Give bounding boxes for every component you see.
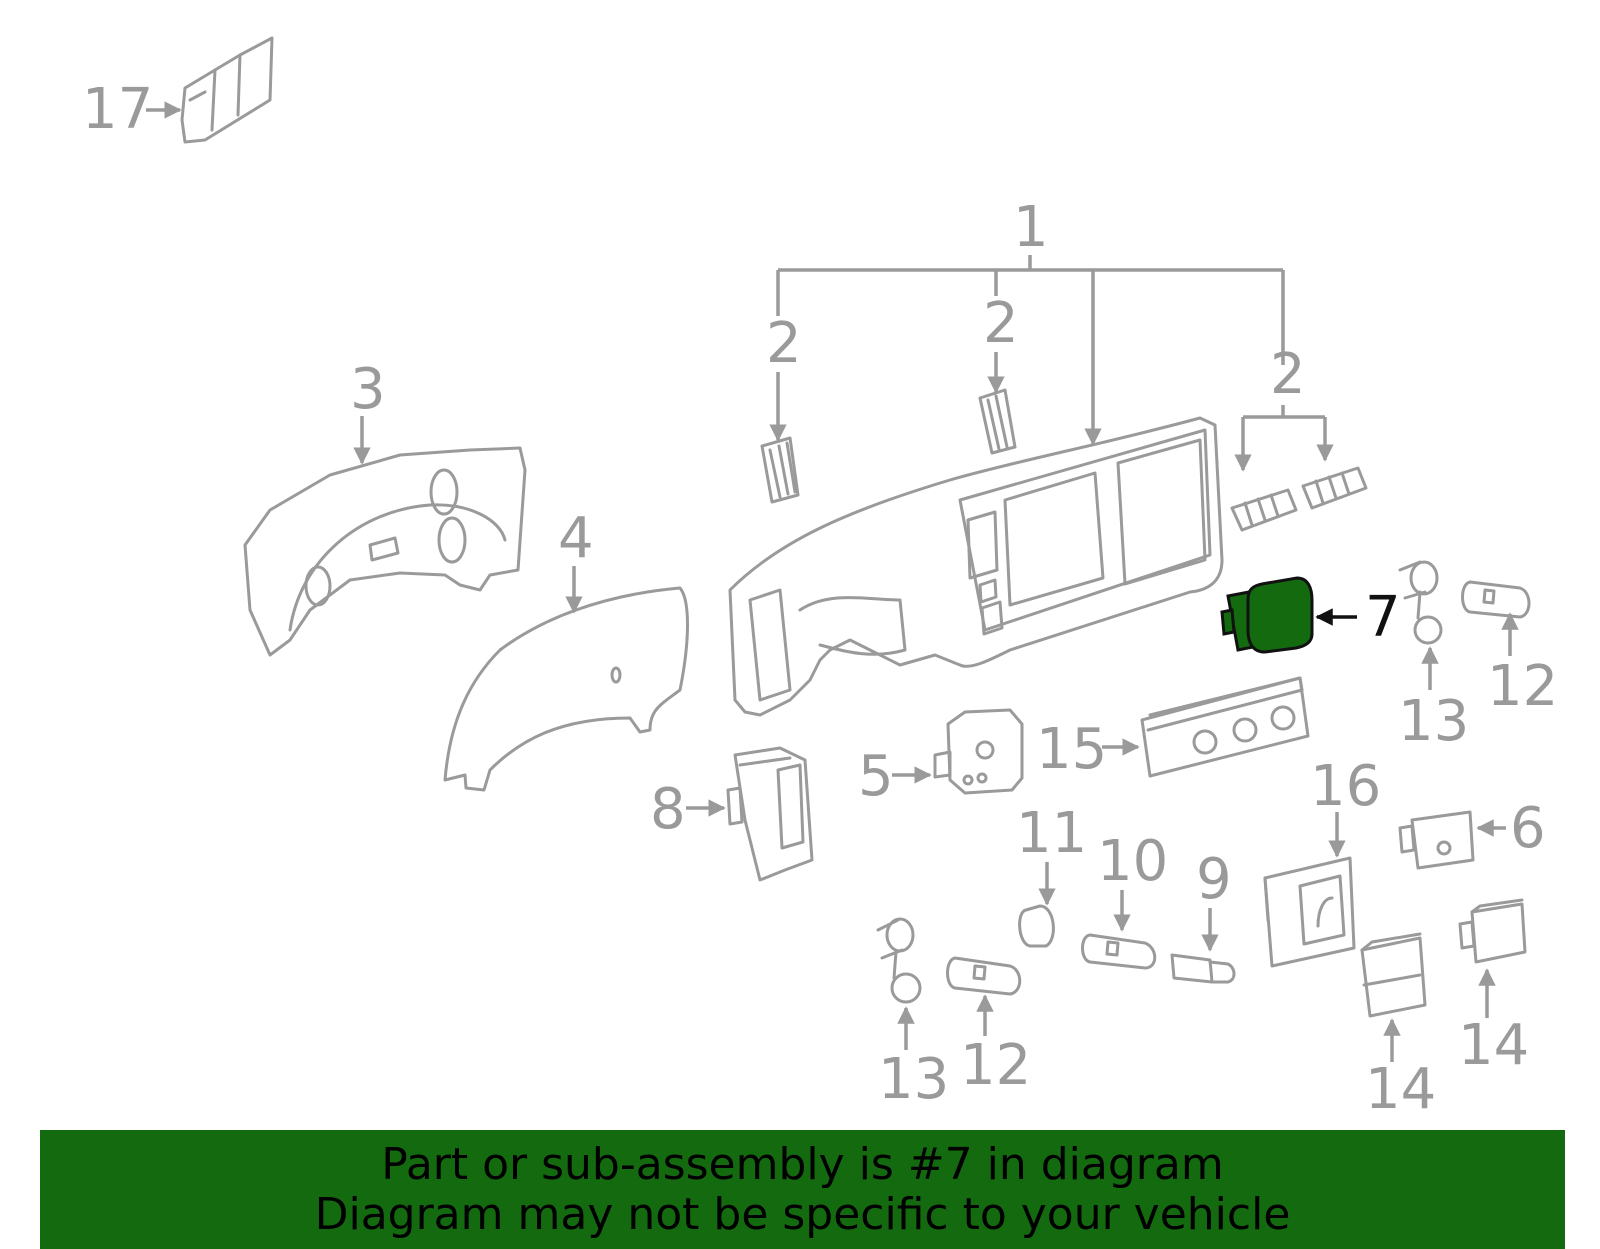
callout-8: 8	[650, 777, 686, 842]
callout-3: 3	[350, 357, 386, 422]
callout-12-right: 12	[1487, 654, 1558, 719]
part-2-vent-center	[978, 388, 1017, 455]
part-2-vent-right-a	[1230, 488, 1298, 532]
part-14-blank-switch-right	[1458, 898, 1527, 964]
part-2-vent-left	[760, 436, 800, 504]
callout-15: 15	[1036, 717, 1107, 782]
part-3-cluster-housing	[243, 446, 527, 657]
callout-14-right: 14	[1458, 1013, 1529, 1078]
callout-13-left: 13	[878, 1047, 949, 1112]
part-12-bulb-right	[1461, 580, 1531, 619]
part-1-instrument-panel	[728, 416, 1224, 717]
callout-11: 11	[1016, 801, 1087, 866]
callout-14-left: 14	[1365, 1057, 1436, 1122]
part-7-highlighted-switch	[1220, 576, 1314, 654]
part-12-bulb-left	[946, 956, 1022, 996]
banner-line-2: Diagram may not be specific to your vehi…	[314, 1189, 1291, 1240]
callout-4: 4	[558, 506, 594, 571]
part-14-blank-switch-left	[1360, 932, 1427, 1018]
callout-13-right: 13	[1398, 689, 1469, 754]
part-17-bracket	[180, 36, 274, 144]
callout-9: 9	[1196, 847, 1232, 912]
banner-line-1: Part or sub-assembly is #7 in diagram	[381, 1139, 1224, 1190]
callout-1: 1	[1013, 195, 1049, 260]
callout-2-left: 2	[766, 311, 802, 376]
callout-5: 5	[858, 744, 894, 809]
part-16-dimmer-switch	[1263, 856, 1356, 968]
callout-16: 16	[1310, 754, 1381, 819]
callout-2-right: 2	[1270, 342, 1306, 407]
info-banner: Part or sub-assembly is #7 in diagram Di…	[40, 1130, 1565, 1249]
part-6-switch	[1398, 810, 1475, 870]
part-13-socket-right	[1398, 560, 1443, 645]
callout-10: 10	[1097, 829, 1168, 894]
part-2-vent-right-b	[1301, 466, 1368, 510]
part-11-cap	[1018, 904, 1055, 948]
callout-12-left: 12	[960, 1033, 1031, 1098]
callout-6: 6	[1510, 796, 1546, 861]
part-13-socket-left	[876, 917, 922, 1004]
callout-2-center: 2	[983, 291, 1019, 356]
part-10-bulb	[1081, 933, 1157, 970]
part-5-headlamp-switch	[933, 708, 1024, 795]
callout-17: 17	[82, 77, 153, 142]
part-9-bulb-socket	[1170, 953, 1236, 984]
part-15-climate-control	[1140, 676, 1310, 778]
part-8-switch-panel	[726, 746, 814, 882]
callout-7: 7	[1365, 585, 1401, 650]
part-4-cluster-lens	[443, 586, 689, 792]
